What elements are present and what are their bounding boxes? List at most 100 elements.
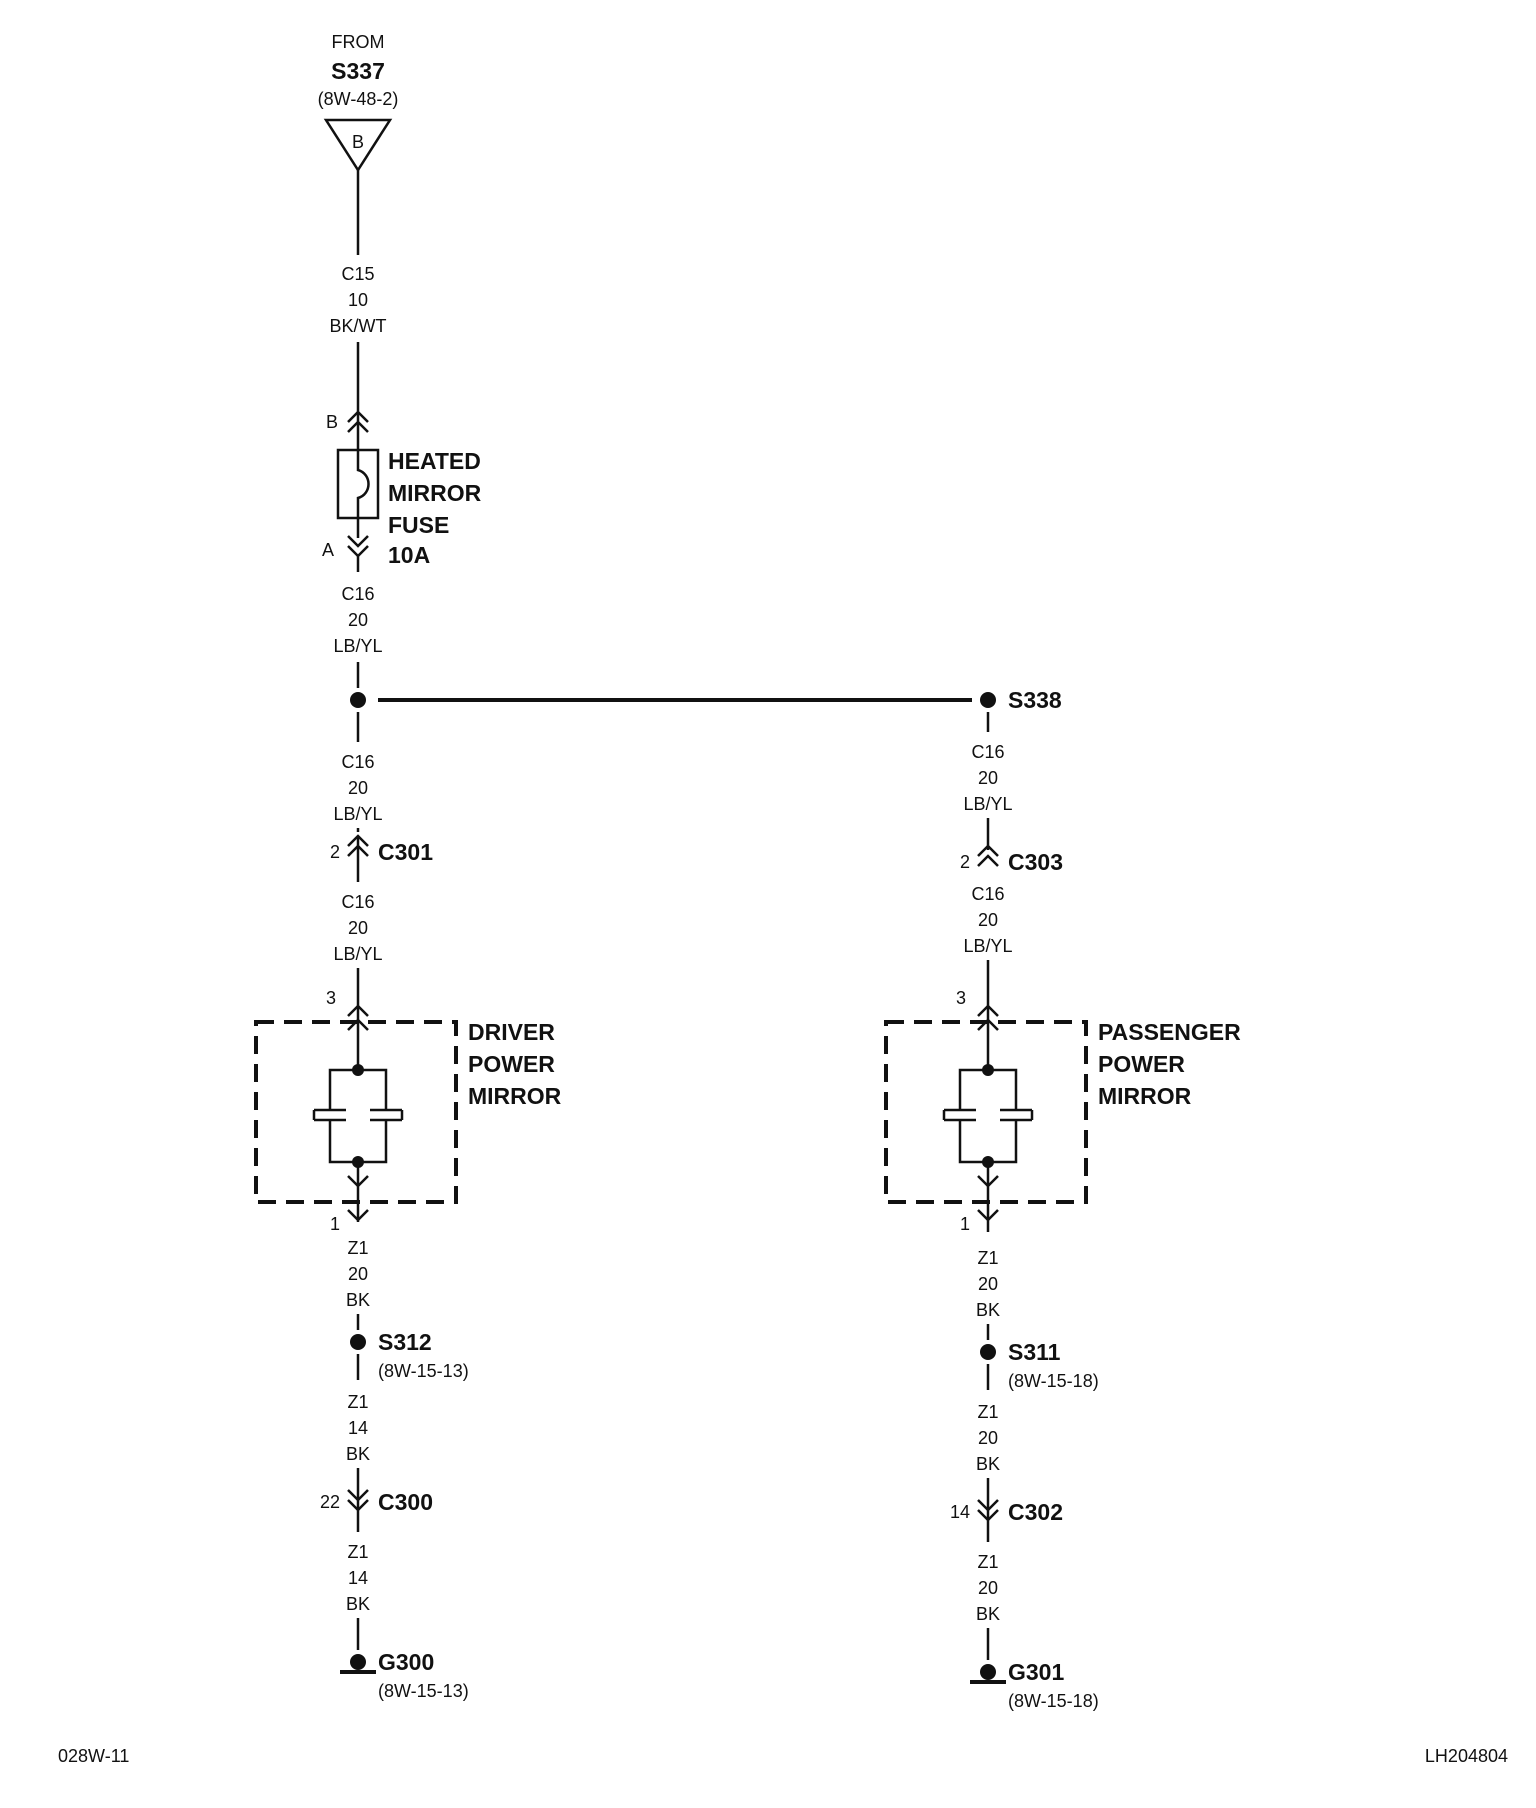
connector-pin-c302: 14 bbox=[950, 1502, 970, 1522]
svg-text:C16: C16 bbox=[341, 892, 374, 912]
svg-text:Z1: Z1 bbox=[347, 1392, 368, 1412]
splice-dot-s311 bbox=[980, 1344, 996, 1360]
splice-ref-s312: (8W-15-13) bbox=[378, 1361, 469, 1381]
svg-text:Z1: Z1 bbox=[977, 1402, 998, 1422]
wire-label-w6: C16 20 LB/YL bbox=[963, 884, 1012, 956]
svg-text:LB/YL: LB/YL bbox=[963, 794, 1012, 814]
svg-text:14: 14 bbox=[348, 1418, 368, 1438]
svg-text:Z1: Z1 bbox=[977, 1248, 998, 1268]
svg-text:10A: 10A bbox=[388, 542, 430, 568]
svg-text:LB/YL: LB/YL bbox=[333, 944, 382, 964]
svg-text:BK: BK bbox=[976, 1604, 1000, 1624]
connector-label-c302: C302 bbox=[1008, 1499, 1063, 1525]
connector-label-c303: C303 bbox=[1008, 849, 1063, 875]
splice-label-s311: S311 bbox=[1008, 1339, 1061, 1365]
wire-label-w10: Z1 20 BK bbox=[976, 1248, 1000, 1320]
connector-chevron-down-icon bbox=[977, 1209, 999, 1222]
driver-mirror-pin-out: 1 bbox=[330, 1214, 340, 1234]
splice-label-s338: S338 bbox=[1008, 687, 1062, 713]
wire-label-w5: C16 20 LB/YL bbox=[963, 742, 1012, 814]
fuse-element-icon bbox=[356, 450, 370, 518]
svg-text:DRIVER: DRIVER bbox=[468, 1019, 555, 1045]
wire-label-w9: Z1 14 BK bbox=[346, 1542, 370, 1614]
svg-text:POWER: POWER bbox=[1098, 1051, 1185, 1077]
passenger-mirror-pin-out: 1 bbox=[960, 1214, 970, 1234]
connector-chevron-down-icon bbox=[347, 1489, 369, 1512]
svg-text:BK: BK bbox=[346, 1444, 370, 1464]
svg-text:Z1: Z1 bbox=[977, 1552, 998, 1572]
splice-label-s312: S312 bbox=[378, 1329, 432, 1355]
wire-label-w4: C16 20 LB/YL bbox=[333, 892, 382, 964]
svg-text:C16: C16 bbox=[341, 584, 374, 604]
svg-text:HEATED: HEATED bbox=[388, 448, 481, 474]
connector-chevron-up-icon bbox=[347, 1004, 369, 1017]
splice-ref-s311: (8W-15-18) bbox=[1008, 1371, 1099, 1391]
driver-mirror-pin-in: 3 bbox=[326, 988, 336, 1008]
connector-chevron-up-icon bbox=[977, 1004, 999, 1017]
wire-label-w2: C16 20 LB/YL bbox=[333, 584, 382, 656]
wire-label-w7: Z1 20 BK bbox=[346, 1238, 370, 1310]
ground-icon bbox=[970, 1664, 1006, 1684]
svg-text:20: 20 bbox=[348, 1264, 368, 1284]
svg-text:20: 20 bbox=[348, 918, 368, 938]
junction-dot bbox=[350, 692, 366, 708]
svg-text:FUSE: FUSE bbox=[388, 512, 449, 538]
connector-chevron-down-icon bbox=[977, 1175, 999, 1188]
svg-text:20: 20 bbox=[978, 768, 998, 788]
svg-text:BK: BK bbox=[346, 1594, 370, 1614]
ground-label-g300: G300 bbox=[378, 1649, 434, 1675]
svg-text:POWER: POWER bbox=[468, 1051, 555, 1077]
svg-text:C15: C15 bbox=[341, 264, 374, 284]
svg-text:20: 20 bbox=[978, 1428, 998, 1448]
svg-text:BK/WT: BK/WT bbox=[330, 316, 387, 336]
driver-mirror-box bbox=[254, 1020, 458, 1204]
source-triangle-connector bbox=[323, 118, 393, 173]
ground-icon bbox=[340, 1654, 376, 1674]
connector-pin-c301: 2 bbox=[330, 842, 340, 862]
svg-text:C16: C16 bbox=[971, 884, 1004, 904]
ground-ref-g301: (8W-15-18) bbox=[1008, 1691, 1099, 1711]
connector-pin-c300: 22 bbox=[320, 1492, 340, 1512]
svg-text:14: 14 bbox=[348, 1568, 368, 1588]
svg-text:Z1: Z1 bbox=[347, 1542, 368, 1562]
passenger-heater-element-icon bbox=[942, 1064, 1034, 1168]
splice-dot-s312 bbox=[350, 1334, 366, 1350]
footer-right-code: LH204804 bbox=[1425, 1746, 1508, 1766]
passenger-mirror-pin-in: 3 bbox=[956, 988, 966, 1008]
svg-text:PASSENGER: PASSENGER bbox=[1098, 1019, 1241, 1045]
source-connector-letter: B bbox=[352, 132, 364, 152]
splice-dot-s338 bbox=[980, 692, 996, 708]
svg-text:20: 20 bbox=[978, 1578, 998, 1598]
svg-text:C16: C16 bbox=[971, 742, 1004, 762]
footer-left-code: 028W-11 bbox=[58, 1746, 129, 1766]
connector-chevron-down-icon bbox=[347, 535, 369, 558]
svg-text:20: 20 bbox=[978, 910, 998, 930]
connector-pin-c303: 2 bbox=[960, 852, 970, 872]
from-label: FROM bbox=[332, 32, 385, 52]
svg-text:C16: C16 bbox=[341, 752, 374, 772]
fuse-pin-b: B bbox=[326, 412, 338, 432]
svg-text:20: 20 bbox=[348, 610, 368, 630]
wire-label-w3: C16 20 LB/YL bbox=[333, 752, 382, 824]
wire-label-w12: Z1 20 BK bbox=[976, 1552, 1000, 1624]
wire-label-w1: C15 10 BK/WT bbox=[330, 264, 387, 336]
connector-chevron-down-icon bbox=[347, 1209, 369, 1222]
svg-text:20: 20 bbox=[978, 1274, 998, 1294]
connector-chevron-up-icon bbox=[977, 844, 999, 867]
fuse-pin-a: A bbox=[322, 540, 334, 560]
source-splice-label: S337 bbox=[331, 58, 385, 84]
svg-text:MIRROR: MIRROR bbox=[388, 480, 482, 506]
passenger-mirror-box bbox=[884, 1020, 1088, 1204]
wire-label-w11: Z1 20 BK bbox=[976, 1402, 1000, 1474]
svg-text:BK: BK bbox=[976, 1454, 1000, 1474]
svg-text:BK: BK bbox=[976, 1300, 1000, 1320]
svg-text:MIRROR: MIRROR bbox=[1098, 1083, 1192, 1109]
connector-chevron-down-icon bbox=[347, 1175, 369, 1188]
ground-label-g301: G301 bbox=[1008, 1659, 1064, 1685]
driver-heater-element-icon bbox=[312, 1064, 404, 1168]
passenger-mirror-label: PASSENGER POWER MIRROR bbox=[1098, 1019, 1241, 1109]
connector-label-c301: C301 bbox=[378, 839, 433, 865]
svg-text:20: 20 bbox=[348, 778, 368, 798]
source-ref-label: (8W-48-2) bbox=[318, 89, 399, 109]
driver-mirror-label: DRIVER POWER MIRROR bbox=[468, 1019, 562, 1109]
